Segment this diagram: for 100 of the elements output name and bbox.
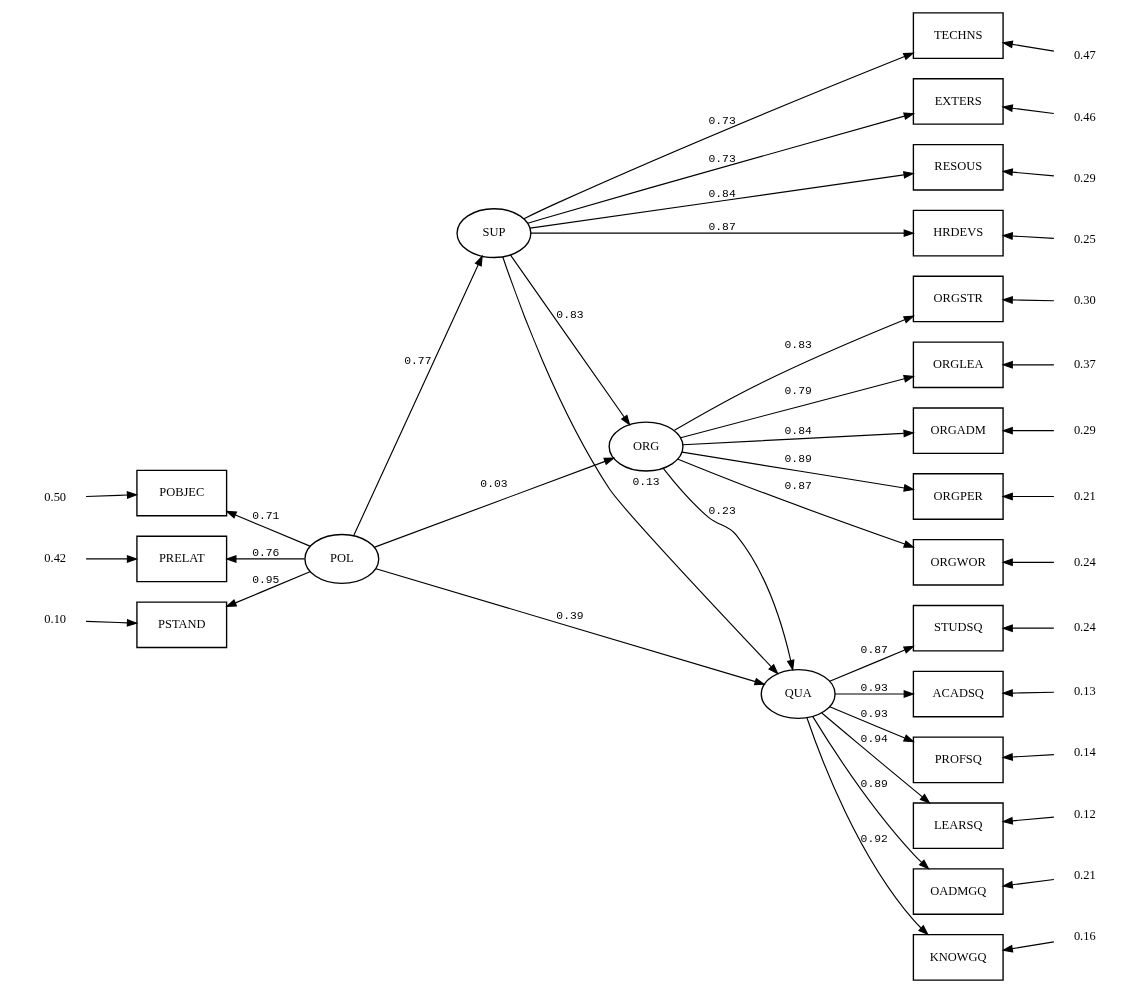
node-box: KNOWGQ	[912, 934, 1004, 981]
arrow	[224, 554, 305, 563]
arrow	[828, 645, 915, 682]
arrow	[522, 52, 915, 220]
edge-label: 0.73	[708, 152, 736, 165]
edge-label: 0.13	[631, 476, 660, 489]
arrow	[679, 374, 915, 439]
node-box: PROFSQ	[912, 736, 1004, 784]
arrow	[805, 717, 929, 936]
edge-label: 0.77	[403, 354, 431, 367]
arrow	[1001, 104, 1054, 115]
arrow	[509, 254, 631, 427]
arrow	[529, 171, 915, 229]
edge-label: 0.83	[555, 309, 584, 322]
arrow	[526, 112, 915, 224]
edge-label: 0.84	[708, 187, 736, 200]
arrow	[85, 618, 138, 627]
arrow	[1001, 816, 1054, 825]
node-text: 0.13	[1073, 683, 1096, 698]
arrow	[811, 716, 930, 870]
node-text: 0.37	[1073, 357, 1096, 371]
node-box: ORGLEA	[912, 341, 1004, 389]
arrow	[1001, 40, 1054, 52]
edge-label: 0.87	[860, 644, 888, 657]
edge-label: 0.87	[708, 220, 736, 233]
node-text: 0.24	[1073, 554, 1096, 569]
edge-label: 0.83	[784, 338, 812, 351]
arrow	[820, 712, 931, 804]
node-text: 0.10	[43, 612, 66, 627]
arrow	[677, 458, 915, 548]
node-box: HRDEVS	[912, 209, 1004, 257]
edge-label: 0.95	[251, 573, 279, 586]
node-text: 0.42	[43, 551, 66, 566]
node-box: RESOUS	[912, 143, 1004, 191]
node-text: 0.29	[1073, 422, 1096, 437]
arrow	[85, 491, 138, 500]
node-box: OADMGQ	[912, 868, 1004, 915]
node-text: 0.21	[1073, 488, 1096, 503]
edge-label: 0.03	[479, 478, 508, 491]
arrow	[224, 510, 311, 547]
arrow	[1000, 295, 1054, 304]
arrow	[1001, 941, 1054, 953]
edge-label: 0.89	[860, 778, 888, 791]
node-box: ORGSTR	[912, 275, 1004, 323]
edge-label: 0.84	[784, 425, 812, 438]
node-box: POBJEC	[135, 469, 227, 517]
node-box: ORGWOR	[912, 538, 1004, 586]
edge-label: 0.89	[784, 453, 812, 466]
node-text: 0.29	[1073, 170, 1096, 185]
node-text: 0.24	[1073, 620, 1096, 635]
edge-label: 0.71	[251, 510, 279, 523]
arrow	[1000, 426, 1054, 435]
node-ellipse: ORG	[608, 421, 684, 472]
node-box: TECHNS	[912, 12, 1004, 59]
arrow	[1000, 492, 1054, 501]
edge-label: 0.93	[860, 681, 888, 694]
arrow	[1000, 689, 1054, 698]
edge-label: 0.39	[555, 610, 584, 623]
edge-label: 0.79	[784, 385, 812, 398]
arrow	[1001, 878, 1054, 889]
edge-label: 0.23	[708, 504, 736, 517]
edge-label: 0.92	[860, 832, 888, 845]
arrow	[828, 706, 915, 743]
node-text: 0.25	[1073, 232, 1096, 247]
node-box: PSTAND	[135, 601, 227, 649]
arrow	[85, 554, 138, 563]
node-ellipse: QUA	[760, 668, 836, 720]
node-ellipse: POL	[303, 533, 379, 584]
node-box: ORGPER	[912, 473, 1004, 520]
arrow	[1000, 232, 1054, 241]
edge-label: 0.94	[860, 732, 888, 745]
arrow	[1000, 360, 1054, 369]
node-box: ORGADM	[912, 407, 1004, 455]
edge-label: 0.87	[784, 479, 812, 492]
node-text: 0.47	[1073, 48, 1096, 63]
arrow	[681, 451, 915, 492]
node-text: 0.46	[1073, 109, 1096, 124]
arrow	[681, 429, 915, 446]
edge-label: 0.73	[708, 115, 736, 128]
node-text: 0.14	[1073, 745, 1096, 760]
node-text: 0.50	[43, 489, 66, 504]
edge-label: 0.76	[251, 546, 279, 559]
node-box: ACADSQ	[912, 670, 1004, 718]
arrow	[1000, 558, 1054, 567]
arrow	[1000, 752, 1054, 761]
arrow	[1001, 168, 1054, 177]
edge-label: 0.93	[860, 707, 888, 720]
node-text: 0.21	[1073, 867, 1096, 882]
node-ellipse: SUP	[455, 208, 531, 259]
arrow	[529, 229, 915, 238]
arrow	[1000, 624, 1054, 633]
node-box: EXTERS	[912, 78, 1004, 125]
arrow	[373, 457, 615, 548]
node-text: 0.16	[1073, 929, 1096, 944]
arrow	[673, 315, 915, 431]
arrow	[224, 571, 311, 608]
node-text: 0.30	[1073, 293, 1096, 308]
arrow	[352, 254, 483, 537]
node-box: PRELAT	[135, 535, 227, 583]
node-box: STUDSQ	[912, 604, 1004, 652]
